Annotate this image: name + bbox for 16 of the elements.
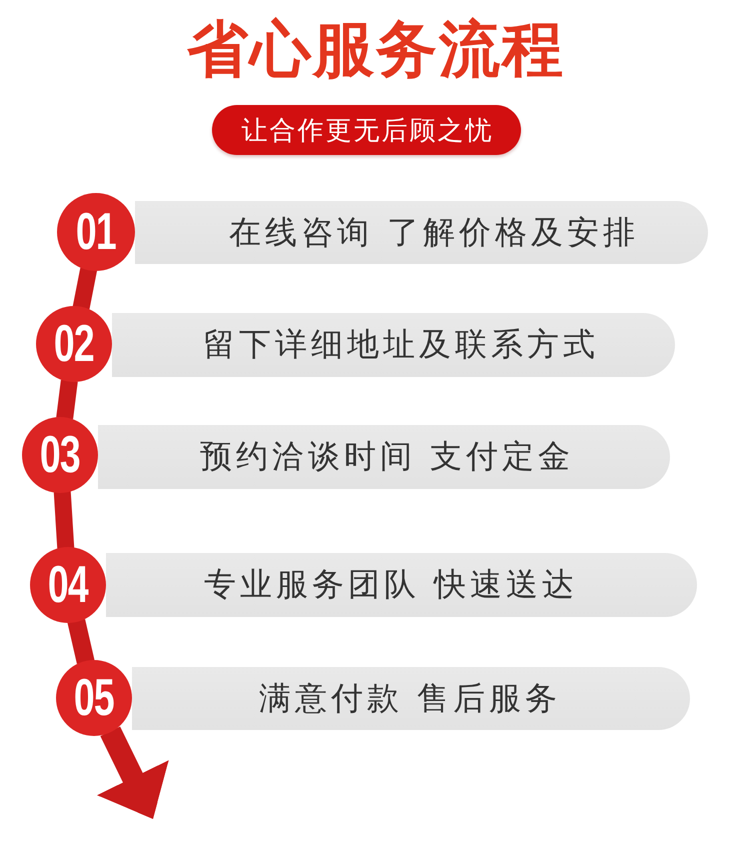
- step-number-circle: 02: [36, 306, 112, 382]
- step-number-circle: 01: [57, 193, 135, 271]
- connector-line: [56, 380, 78, 420]
- subtitle-pill: 让合作更无后顾之忧: [212, 105, 521, 155]
- connector-line: [72, 268, 98, 310]
- step-bar: 专业服务团队 快速送达: [106, 553, 697, 617]
- connector-line: [54, 491, 74, 549]
- step-bar: 在线咨询 了解价格及安排: [135, 201, 708, 264]
- step-bar: 满意付款 售后服务: [132, 667, 690, 730]
- step-bar: 留下详细地址及联系方式: [112, 313, 675, 377]
- step-bar: 预约洽谈时间 支付定金: [98, 425, 670, 489]
- step-number-circle: 05: [56, 660, 132, 736]
- connector-line: [68, 619, 94, 664]
- title: 省心服务流程: [186, 19, 565, 80]
- step-number-circle: 03: [22, 417, 98, 493]
- step-number-circle: 04: [30, 547, 106, 623]
